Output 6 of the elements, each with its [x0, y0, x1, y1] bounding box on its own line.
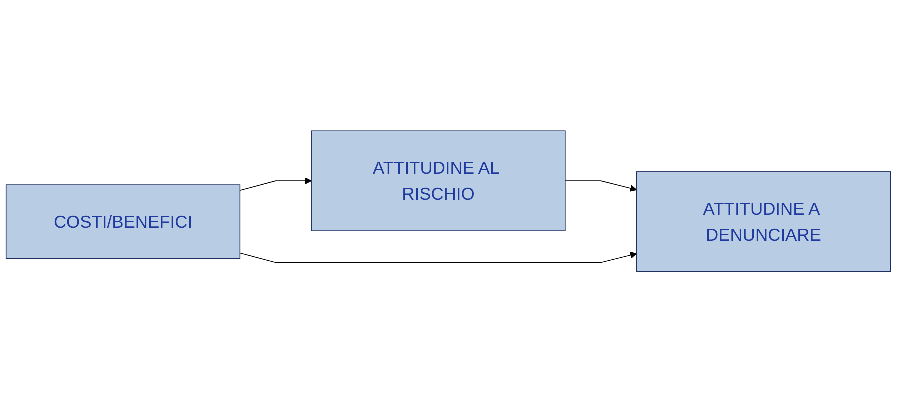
arrow: [240, 178, 312, 192]
node-box: ATTITUDINE AL RISCHIO: [311, 130, 566, 232]
arrow: [240, 252, 638, 264]
node-box: COSTI/BENEFICI: [6, 184, 241, 260]
arrow: [565, 180, 638, 192]
node-box: ATTITUDINE A DENUNCIARE: [636, 172, 892, 272]
